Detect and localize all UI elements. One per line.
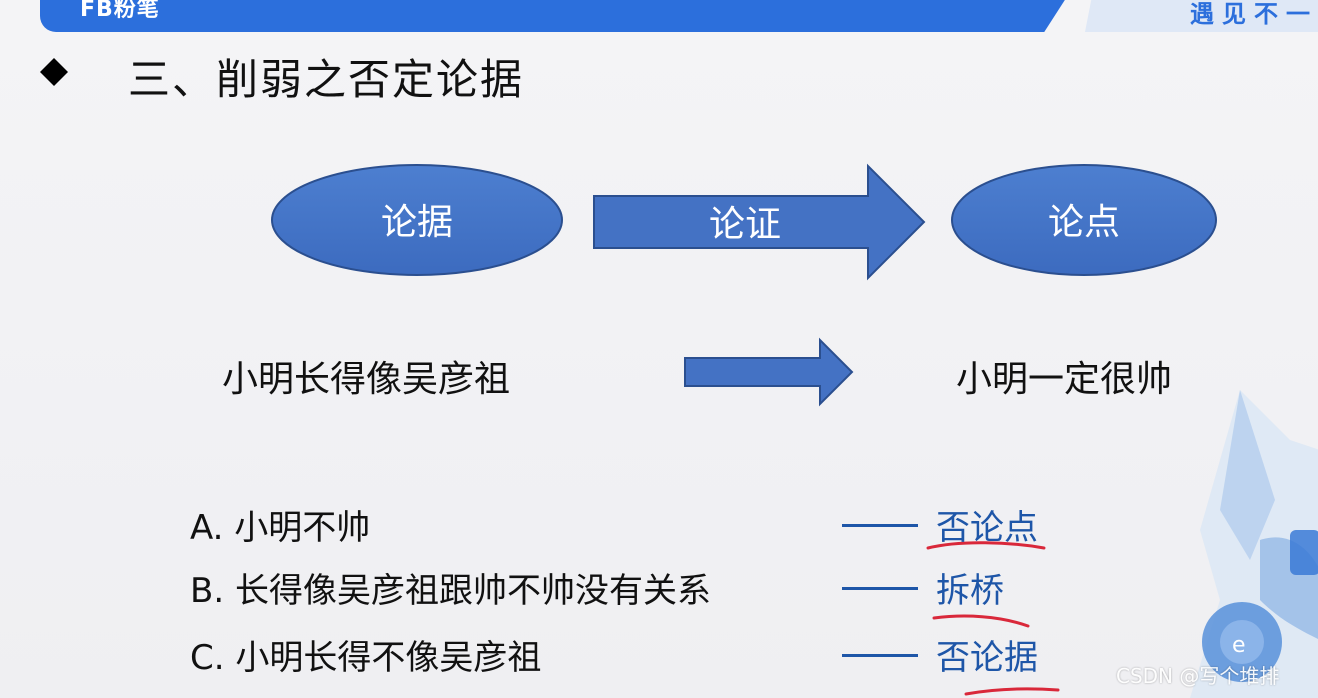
- premise-label: 论据: [381, 202, 453, 243]
- brand-logo: FB粉笔: [80, 0, 160, 22]
- option-c-dash: [842, 654, 918, 657]
- option-a-type: 否论点: [936, 508, 1038, 548]
- annotation-underline-2: [932, 614, 1030, 628]
- option-a-label: A. 小明不帅: [190, 508, 371, 548]
- option-b-dash: [842, 587, 918, 590]
- header-right-panel: [1085, 0, 1318, 32]
- annotation-underline-3: [964, 687, 1060, 696]
- option-b-type: 拆桥: [936, 571, 1004, 611]
- option-c-type: 否论据: [936, 638, 1038, 678]
- reasoning-label: 论证: [709, 204, 781, 245]
- conclusion-oval: [951, 164, 1217, 276]
- watermark: CSDN @写个堆排: [1116, 664, 1280, 688]
- option-b: B. 长得像吴彦祖跟帅不帅没有关系: [190, 563, 711, 613]
- svg-text:e: e: [1232, 633, 1246, 658]
- header-slogan: 遇见不一: [1190, 0, 1318, 28]
- decorative-art: e: [1190, 390, 1318, 698]
- diamond-bullet-icon: [40, 58, 68, 86]
- reasoning-arrow: [593, 163, 926, 281]
- header-bar: [40, 0, 1070, 32]
- option-b-label: B. 长得像吴彦祖跟帅不帅没有关系: [190, 571, 711, 611]
- example-conclusion: 小明一定很帅: [956, 359, 1173, 400]
- example-arrow: [684, 337, 854, 407]
- example-premise: 小明长得像吴彦祖: [222, 359, 511, 400]
- option-c-label: C. 小明长得不像吴彦祖: [190, 638, 542, 678]
- option-c: C. 小明长得不像吴彦祖: [190, 630, 541, 680]
- option-a-dash: [842, 524, 918, 527]
- section-title: 三、削弱之否定论据: [128, 55, 525, 104]
- annotation-underline-1: [926, 541, 1046, 550]
- conclusion-label: 论点: [1048, 202, 1120, 243]
- option-a: A. 小明不帅: [190, 500, 370, 550]
- premise-oval: [271, 164, 563, 276]
